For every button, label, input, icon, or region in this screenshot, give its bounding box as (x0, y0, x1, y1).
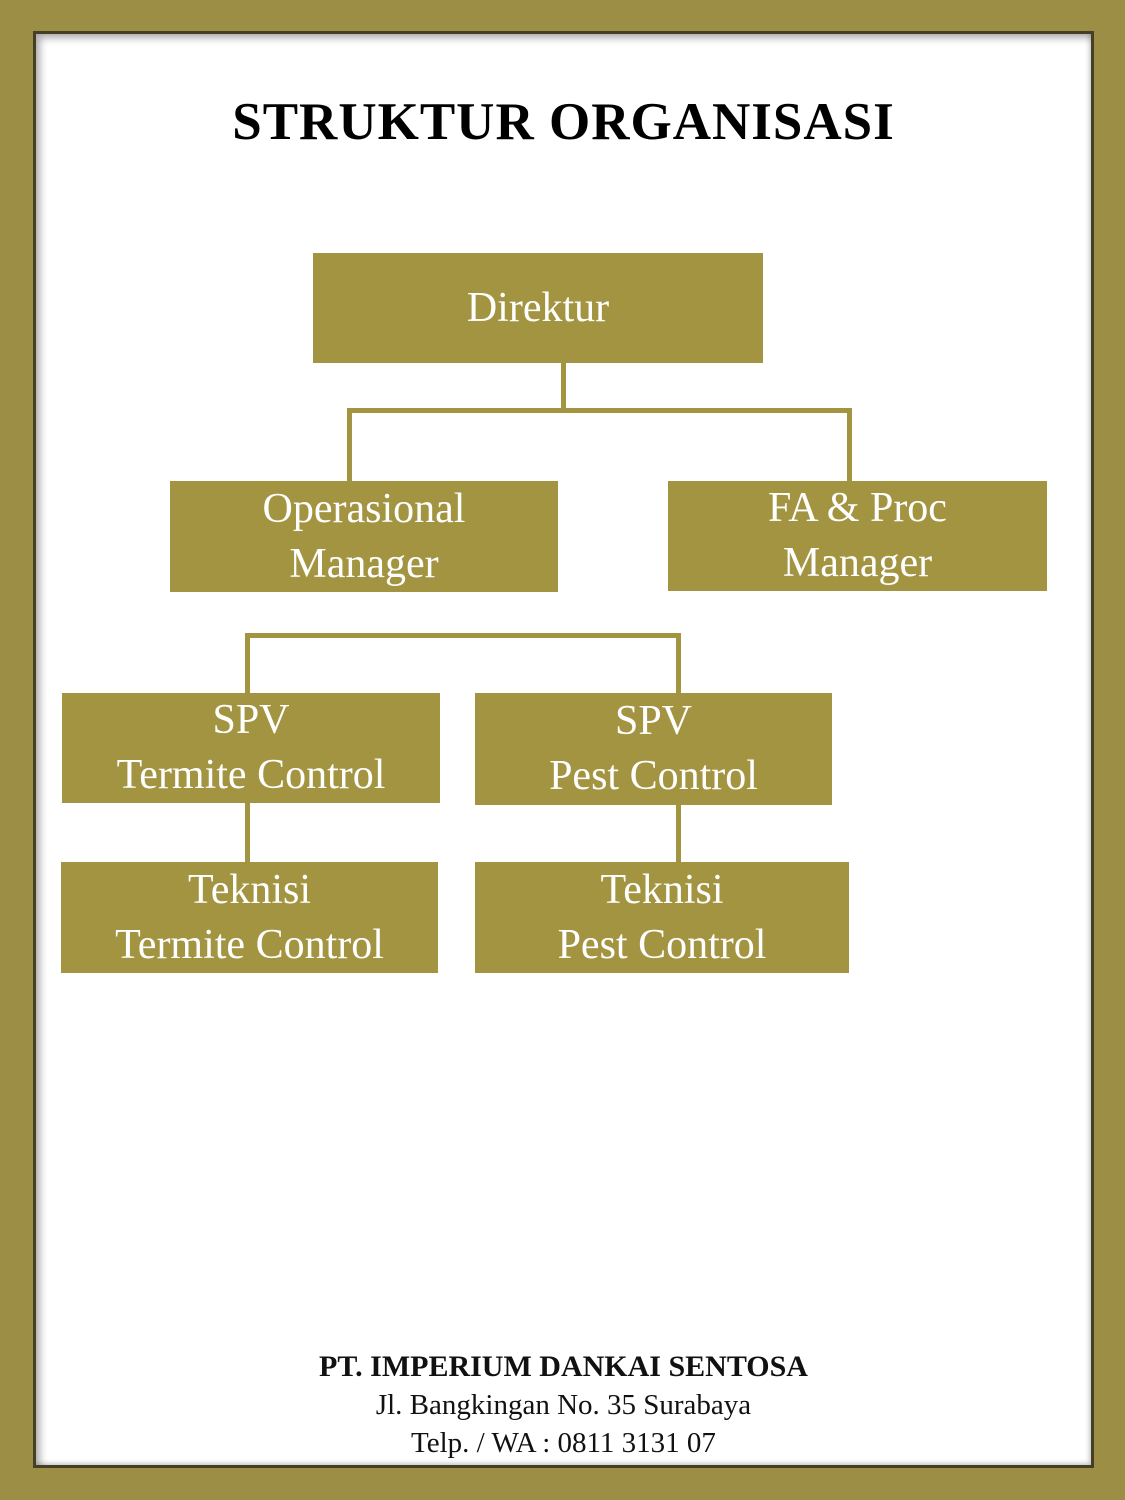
org-node-fa-proc-manager: FA & Proc Manager (668, 481, 1047, 591)
org-node-label: Manager (782, 540, 933, 586)
org-node-label: Direktur (466, 284, 610, 331)
connector-direktur-horizontal (347, 408, 852, 413)
org-node-label: Termite Control (116, 752, 386, 798)
connector-spv-termite-to-teknisi (245, 803, 250, 862)
connector-to-spv-pest (676, 633, 681, 693)
connector-spv-pest-to-teknisi (676, 805, 681, 862)
company-name: PT. IMPERIUM DANKAI SENTOSA (319, 1350, 808, 1383)
connector-direktur-drop (561, 363, 566, 410)
connector-to-operasional-manager (347, 408, 352, 481)
org-node-teknisi-pest-control: Teknisi Pest Control (475, 862, 849, 973)
footer: PT. IMPERIUM DANKAI SENTOSA Jl. Bangking… (36, 1348, 1091, 1462)
org-node-label: Pest Control (557, 921, 767, 968)
connector-to-fa-proc-manager (847, 408, 852, 481)
connector-to-spv-termite (245, 633, 250, 693)
framed-content-area: STRUKTUR ORGANISASI Direktur Operasional… (33, 31, 1094, 1468)
org-node-spv-pest-control: SPV Pest Control (475, 693, 832, 805)
org-node-label: FA & Proc (768, 485, 947, 532)
page-title: STRUKTUR ORGANISASI (232, 93, 895, 151)
org-node-label: SPV (212, 697, 290, 744)
org-node-operasional-manager: Operasional Manager (170, 481, 558, 592)
org-node-label: Operasional (262, 485, 466, 532)
company-phone: Telp. / WA : 0811 3131 07 (411, 1427, 716, 1459)
org-node-label: Teknisi (600, 866, 724, 913)
org-node-spv-termite-control: SPV Termite Control (62, 693, 440, 803)
org-node-label: SPV (614, 698, 693, 745)
org-node-label: Teknisi (187, 866, 312, 913)
org-node-label: Termite Control (115, 921, 384, 968)
org-node-teknisi-termite-control: Teknisi Termite Control (61, 862, 438, 973)
org-node-label: Manager (289, 540, 439, 587)
connector-spv-horizontal (245, 633, 681, 638)
org-node-label: Pest Control (549, 753, 758, 799)
org-node-direktur: Direktur (313, 253, 763, 363)
company-address: Jl. Bangkingan No. 35 Surabaya (375, 1389, 752, 1421)
